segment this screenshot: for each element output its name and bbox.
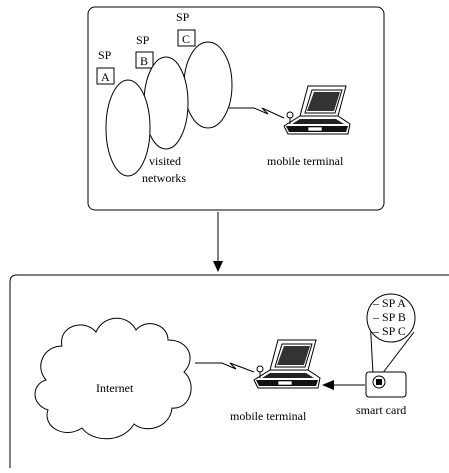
sp-b-box xyxy=(135,51,154,69)
network-ellipse-b xyxy=(143,56,189,150)
smart-card-icon xyxy=(365,371,407,398)
sp-c-prefix: SP xyxy=(176,10,190,24)
wireless-link-icon xyxy=(229,107,285,119)
top-panel-frame xyxy=(87,6,385,211)
laptop-icon xyxy=(283,85,351,135)
visited-label-line1: visited xyxy=(149,154,181,168)
sp-c-box xyxy=(177,29,196,47)
bottom-terminal-label: mobile terminal xyxy=(230,409,307,423)
transition-arrow-head xyxy=(213,261,223,272)
card-entry-sp-b: – SP B xyxy=(372,310,406,324)
card-contents-circle xyxy=(366,293,416,343)
zoom-line-right xyxy=(381,331,415,375)
visited-label-line2: networks xyxy=(142,171,186,185)
cloud-icon xyxy=(34,317,192,440)
smart-card-label: smart card xyxy=(356,403,406,417)
sp-b-letter: B xyxy=(140,54,148,68)
sp-a-prefix: SP xyxy=(98,48,112,62)
card-entry-sp-c: – SP C xyxy=(372,324,406,338)
card-arrow-head xyxy=(322,380,334,390)
bottom-panel-frame xyxy=(9,274,449,468)
sp-b-prefix: SP xyxy=(136,33,150,47)
cloud-label: Internet xyxy=(96,381,134,395)
sp-a-box xyxy=(96,67,115,85)
top-terminal-label: mobile terminal xyxy=(267,154,344,168)
sp-c-letter: C xyxy=(182,32,190,46)
network-ellipse-a xyxy=(105,79,151,177)
wireless-link-icon xyxy=(195,362,255,373)
laptop-icon xyxy=(253,339,321,389)
sp-a-letter: A xyxy=(101,70,110,84)
card-entry-sp-a: – SP A xyxy=(372,296,406,310)
network-ellipse-c xyxy=(183,41,233,129)
